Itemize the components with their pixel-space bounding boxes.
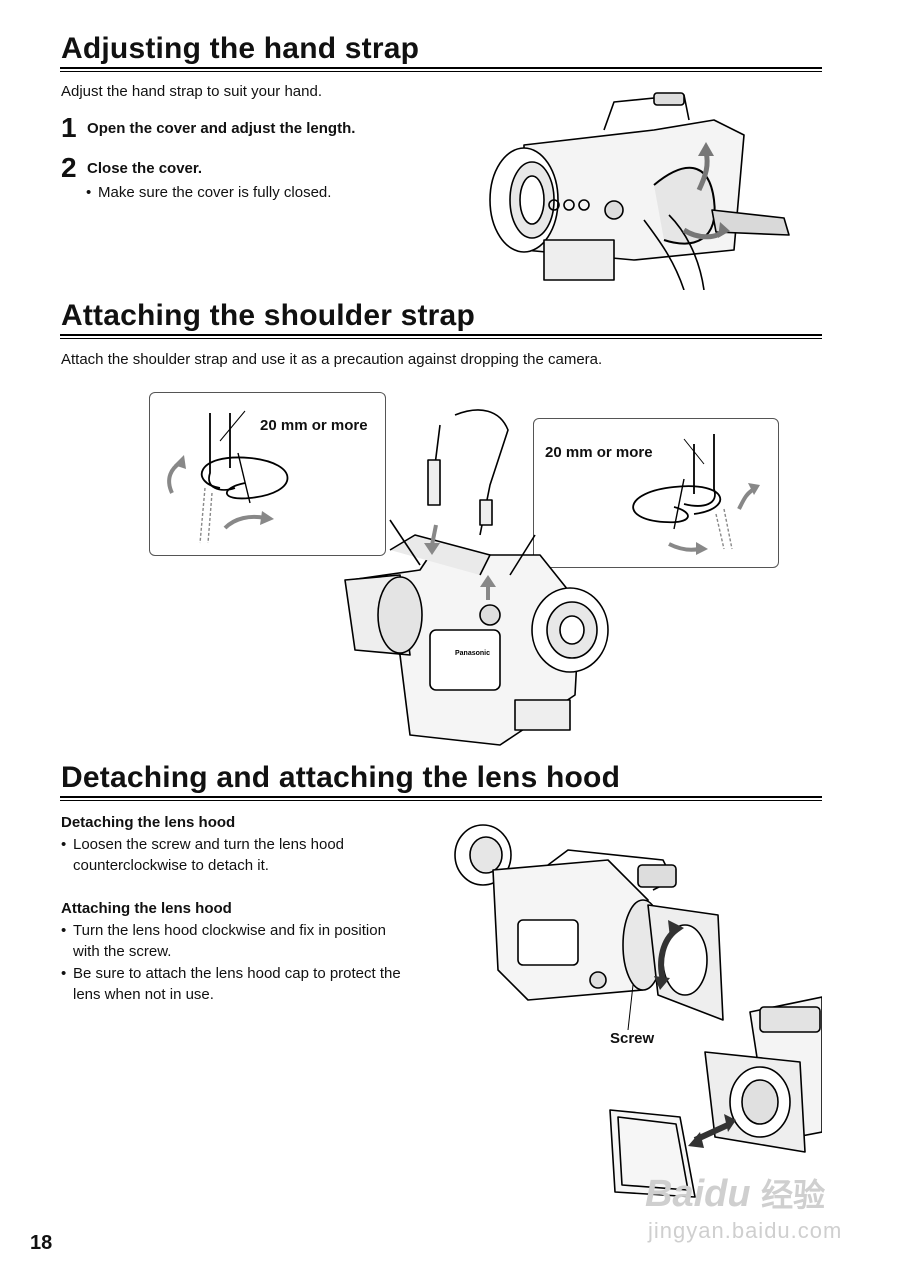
watermark-brand-text: Baidu xyxy=(645,1173,751,1215)
shoulder-strap-camera-illustration: Panasonic xyxy=(344,409,609,746)
bullet-line: Be sure to attach the lens hood cap to p… xyxy=(73,965,401,982)
section-title-lens-hood: Detaching and attaching the lens hood xyxy=(61,761,621,794)
detach-heading: Detaching the lens hood xyxy=(61,814,236,831)
hand-strap-illustration xyxy=(489,92,790,290)
bullet-line: Loosen the screw and turn the lens hood xyxy=(73,836,345,853)
step-text: Open the cover and adjust the length. xyxy=(87,120,356,137)
section-title-shoulder-strap: Attaching the shoulder strap xyxy=(61,299,475,332)
right-callout-box xyxy=(533,418,779,568)
bullet-line: with the screw. xyxy=(73,943,172,960)
left-callout-label: 20 mm or more xyxy=(260,417,368,434)
attach-bullet-2: • Be sure to attach the lens hood cap to… xyxy=(61,965,401,1003)
title-rule xyxy=(60,67,822,69)
watermark-cn-text: 经验 xyxy=(761,1177,826,1213)
attach-heading: Attaching the lens hood xyxy=(61,900,232,917)
watermark-url: jingyan.baidu.com xyxy=(648,1218,843,1243)
svg-text:Panasonic: Panasonic xyxy=(455,650,490,657)
right-callout-label: 20 mm or more xyxy=(545,444,653,461)
bullet-line: Turn the lens hood clockwise and fix in … xyxy=(73,922,386,939)
page-number: 18 xyxy=(30,1232,53,1254)
left-callout-box xyxy=(149,392,386,556)
title-rule xyxy=(60,796,822,798)
step-text: Close the cover. xyxy=(87,160,203,177)
attach-bullet-1: • Turn the lens hood clockwise and fix i… xyxy=(61,922,386,960)
step2-bullet: •Make sure the cover is fully closed. xyxy=(86,184,332,201)
shoulder-strap-intro: Attach the shoulder strap and use it as … xyxy=(61,351,603,368)
step-number: 2 xyxy=(61,152,77,183)
step-2: 2 Close the cover. xyxy=(61,154,202,182)
section-title-hand-strap: Adjusting the hand strap xyxy=(61,32,420,65)
title-rule-thin xyxy=(60,338,822,339)
detach-bullet: • Loosen the screw and turn the lens hoo… xyxy=(61,836,345,874)
left-strap-loop-drawing xyxy=(167,410,289,544)
step-number: 1 xyxy=(61,112,77,143)
right-strap-loop-drawing xyxy=(632,434,760,555)
lens-hood-detach-illustration xyxy=(609,996,822,1198)
title-rule-thin xyxy=(60,800,822,801)
step-1: 1 Open the cover and adjust the length. xyxy=(61,114,355,142)
title-rule-thin xyxy=(60,71,822,72)
title-rule xyxy=(60,334,822,336)
bullet-line: counterclockwise to detach it. xyxy=(73,857,269,874)
screw-label: Screw xyxy=(610,1030,655,1047)
hand-strap-intro: Adjust the hand strap to suit your hand. xyxy=(61,83,322,100)
watermark-brand: Baidu 经验 xyxy=(645,1170,825,1216)
lens-hood-camera-illustration xyxy=(454,824,724,1030)
bullet-text: Make sure the cover is fully closed. xyxy=(98,184,332,201)
bullet-line: lens when not in use. xyxy=(73,986,214,1003)
